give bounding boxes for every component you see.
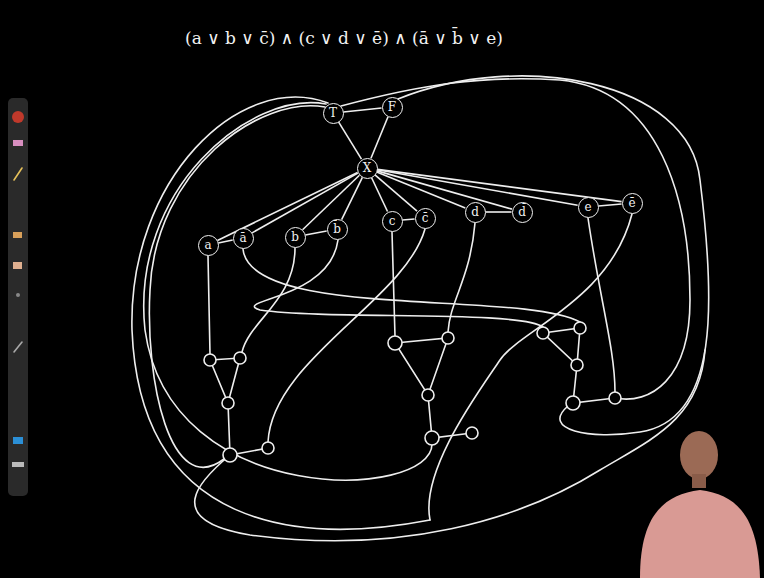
graph-edge [305,231,326,235]
graph-edge [486,211,512,213]
vertex-circle: c̄ [415,208,436,229]
vertex-label: X [363,162,372,174]
graph-edge [343,108,381,112]
vertex-circle: F [382,97,403,118]
vertex-label: b [291,231,299,243]
vertex-circle: e [578,197,599,218]
graph-edge [339,122,362,159]
vertex-circle: d̄ [512,202,533,223]
vertex-label: F [388,101,396,113]
graph-edge [371,117,388,159]
vertex-label: T [329,107,337,119]
graph-edge [377,170,577,205]
vertex-label: e [584,201,591,213]
graph-edge [342,177,363,219]
vertex-label: d [471,206,479,218]
vertex-circle: d [465,202,486,223]
vertex-label: ā [239,232,246,244]
vertex-circle: b [285,227,306,248]
vertex-circle: ā [233,228,254,249]
graph-edge [218,240,232,243]
vertex-label: c̄ [422,212,429,224]
vertex-label: d̄ [518,206,526,218]
vertex-label: ē [628,197,635,209]
formula-label: (a ∨ b ∨ c̄) ∧ (c ∨ d ∨ ē) ∧ (ā ∨ b̄ ∨… [185,28,503,48]
vertex-circle: a [198,235,219,256]
vertex-label: b̄ [333,223,341,235]
vertex-circle: X [357,158,378,179]
vertex-circle: c [382,211,403,232]
vertex-circle: ē [622,193,643,214]
vertex-label: c [389,215,396,227]
graph-edge [598,204,621,206]
graph-edge [402,219,414,220]
vertex-circle: T [323,103,344,124]
vertex-label: a [204,239,211,251]
vertex-circle: b̄ [327,219,348,240]
